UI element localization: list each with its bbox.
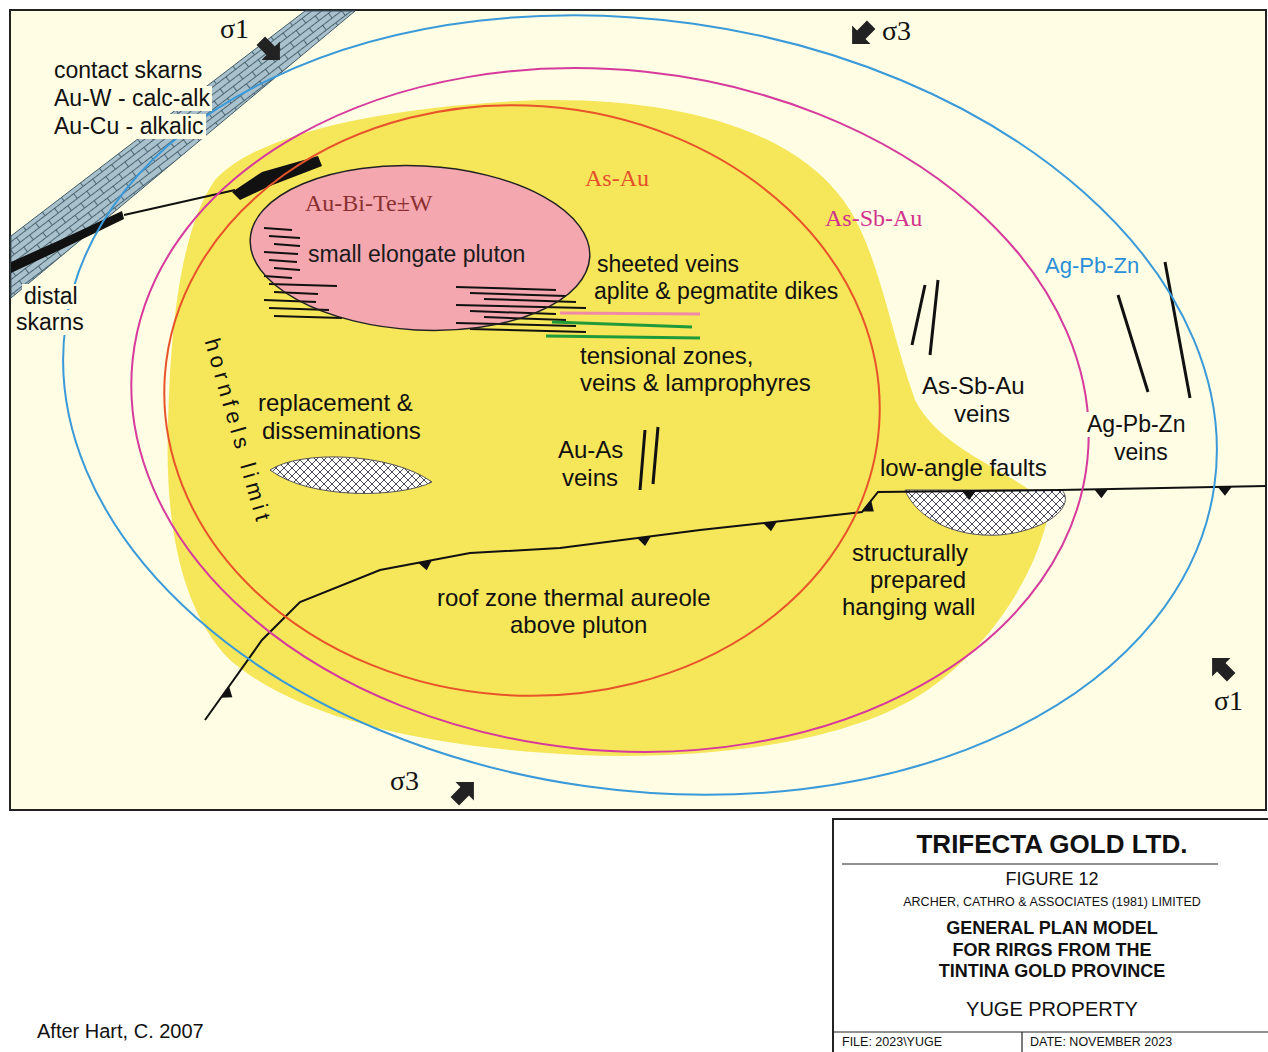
as-sb-au-veins [912,280,938,355]
fault-tooth [962,491,976,500]
outline-ellipse [12,0,1268,867]
map-label: structurally [852,540,968,566]
vein-stroke [264,252,298,254]
vein-stroke [470,311,556,314]
map-label: veins [562,465,618,491]
vein-stroke [269,284,337,286]
hornfels-aureole [168,100,1050,756]
stress-arrow [1203,649,1240,686]
vein-stroke [274,292,318,294]
map-label: hanging wall [842,594,975,620]
sheeted-veins [264,228,586,332]
map-label: disseminations [262,418,421,444]
aplite-dike [560,313,700,314]
au-as-veins [640,427,658,490]
map-label: skarns [14,310,86,335]
title-block: TRIFECTA GOLD LTD. FIGURE 12 ARCHER, CATHR… [832,818,1268,1052]
fault-tooth [221,686,232,697]
vein-stroke [456,287,556,290]
map-label: sheeted veins [597,252,739,277]
map-label: veins [952,401,1012,427]
fault-tooth [1218,487,1232,496]
title-text: GENERAL PLAN MODEL FOR RIRGS FROM THE TI… [932,918,1172,983]
outline-ellipse [97,22,1123,799]
map-label: roof zone thermal aureole [437,585,711,611]
vein-stroke [269,260,297,262]
title-text: FIGURE 12 [834,870,1268,890]
fault-tooth [862,501,873,512]
hanging-wall-zone [905,490,1065,535]
title-text: YUGE PROPERTY [834,998,1268,1020]
outline-ellipse [246,157,594,339]
map-label: contact skarns [52,58,204,83]
map-label: aplite & pegmatite dikes [594,279,838,304]
ag-pb-zn-veins [1118,262,1190,398]
map-label: low-angle faults [880,455,1047,481]
zone-label: small elongate pluton [308,242,525,267]
map-label: prepared [870,567,966,593]
zone-label: As-Sb-Au [825,205,922,231]
stress-label: σ1 [1212,686,1245,717]
title-text: TRIFECTA GOLD LTD. [834,830,1268,859]
map-label: Au-As [558,437,623,463]
map-label: Ag-Pb-Zn [1085,412,1187,437]
distal-skarn-lens [11,211,124,273]
title-text: DATE: NOVEMBER 2023 [1030,1036,1172,1050]
fault-tooth [763,522,777,532]
stress-label: σ3 [388,766,421,797]
zone-label: As-Au [585,165,649,191]
stress-arrow [252,32,289,69]
stress-arrow [446,773,483,810]
map-label: tensional zones, [580,343,753,369]
zone-label: Ag-Pb-Zn [1045,254,1139,278]
vein-stroke [470,329,586,332]
map-label: above pluton [510,612,647,638]
outline-ellipse [144,81,899,720]
vein-stroke [274,268,300,270]
title-text: ARCHER, CATHRO & ASSOCIATES (1981) LIMIT… [834,896,1268,910]
map-label: veins [1112,440,1170,465]
vein-stroke [274,244,300,246]
zone-label: Au-Bi-Te±W [305,190,432,216]
replacement-zone [270,457,432,494]
fault-tooth [637,536,651,546]
thrust-fault [205,486,1266,720]
pluton-fill [246,157,594,339]
map-label: Au-Cu - alkalic [52,114,206,139]
vein-stroke [456,305,586,308]
map-label: After Hart, C. 2007 [37,1020,204,1042]
vein-stroke [264,228,292,230]
vein-stroke [274,316,342,318]
vein-stroke [264,300,316,302]
fault-tooth [1094,489,1108,498]
stress-label: σ1 [218,14,251,45]
map-label: veins & lamprophyres [580,370,811,396]
map-frame [10,10,1266,810]
stress-arrows [252,16,1241,811]
title-text: FILE: 2023\YUGE [842,1036,942,1050]
rule-line [834,864,1268,1052]
lamprophyre-dikes [546,322,700,338]
stress-arrow [843,16,880,53]
vein-stroke [269,236,300,238]
stress-label: σ3 [880,16,913,47]
map-label: replacement & [258,390,413,416]
map-label: As-Sb-Au [920,373,1027,399]
map-label: distal [22,284,80,309]
vein-stroke [470,293,566,296]
fault-tooth [418,560,432,570]
pluton-ellipse: Au-Bi-Te±W small elongate pluton [248,164,592,332]
map-label: Au-W - calc-alk [52,86,212,111]
